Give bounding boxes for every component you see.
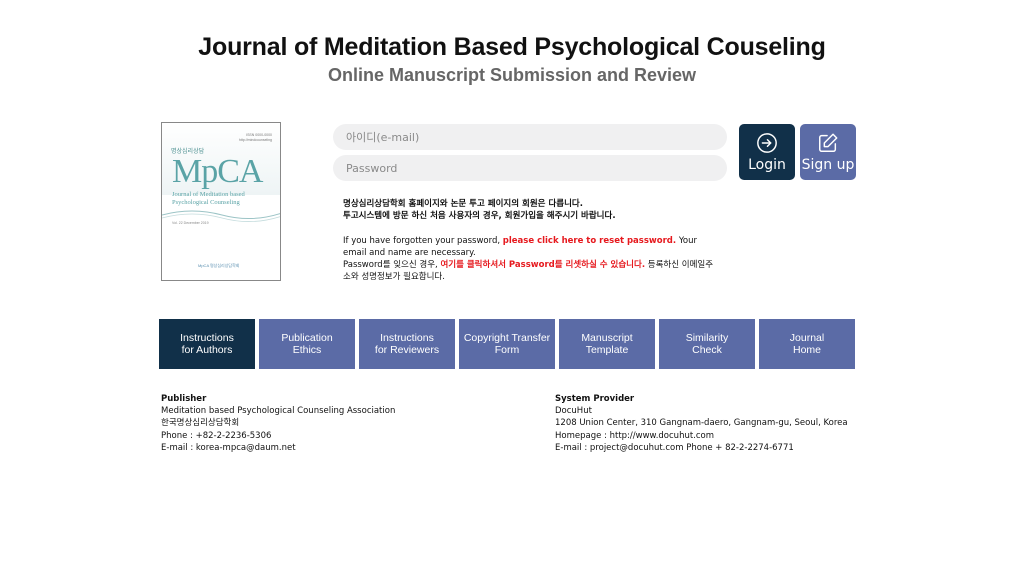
footer-publisher-name: Meditation based Psychological Counselin…	[161, 406, 396, 417]
notice-reset-ko: Password를 잊으신 경우, 여기를 클릭하셔서 Password를 리셋…	[343, 260, 714, 282]
journal-cover-image: ISSN 0000-0000 http://mindcounseling 명상심…	[161, 122, 281, 281]
journal-subtitle: Online Manuscript Submission and Review	[327, 65, 697, 85]
login-label: Login	[748, 157, 786, 173]
footer-publisher-phone: Phone : +82-2-2236-5306	[161, 430, 272, 441]
journal-title: Journal of Meditation Based Psychologica…	[198, 33, 826, 61]
reset-password-link-ko[interactable]: 여기를 클릭하셔서 Password를 리셋하실 수 있습니다.	[440, 260, 646, 270]
signup-label: Sign up	[801, 157, 855, 173]
cover-publisher: MpCA 명상심리상담학회	[198, 263, 240, 268]
cover-wave-graphic	[162, 210, 280, 222]
footer-provider: System Provider DocuHut 1208 Union Cente…	[555, 393, 848, 454]
footer-publisher-email: E-mail : korea-mpca@daum.net	[161, 442, 296, 453]
notice-line-1: 명상심리상담학회 홈페이지와 논문 투고 페이지의 회원은 다릅니다.	[343, 199, 583, 209]
footer-publisher-heading: Publisher	[161, 394, 207, 404]
footer-provider-homepage: Homepage : http://www.docuhut.com	[555, 430, 715, 441]
notice-reset-en: If you have forgotten your password, ple…	[343, 236, 697, 258]
reset-password-link[interactable]: please click here to reset password.	[502, 236, 677, 246]
signup-button[interactable]: Sign up	[800, 124, 856, 180]
cover-logo: MpCA	[172, 153, 263, 190]
cover-volume: Vol. 22 December 2019	[172, 221, 209, 225]
edit-icon	[819, 133, 838, 152]
cover-corner-text: ISSN 0000-0000 http://mindcounseling	[238, 133, 272, 142]
footer-provider-address: 1208 Union Center, 310 Gangnam-daero, Ga…	[555, 418, 848, 429]
footer-provider-name: DocuHut	[555, 406, 592, 417]
cover-background	[162, 123, 280, 195]
password-input[interactable]	[333, 155, 727, 181]
footer-provider-heading: System Provider	[555, 394, 635, 404]
cover-journal-name: Journal of Meditation based Psychologica…	[172, 191, 245, 206]
email-input[interactable]	[333, 124, 727, 150]
footer-publisher: Publisher Meditation based Psychological…	[161, 393, 395, 454]
notice-line-2: 투고시스템에 방문 하신 처음 사용자의 경우, 회원가입을 해주시기 바랍니다…	[343, 211, 616, 221]
login-notice: 명상심리상담학회 홈페이지와 논문 투고 페이지의 회원은 다릅니다. 투고시스…	[343, 198, 718, 283]
login-button[interactable]: Login	[739, 124, 795, 180]
cover-korean-title: 명상심리상담	[171, 149, 205, 155]
login-icon	[757, 133, 777, 153]
footer-provider-email: E-mail : project@docuhut.com Phone + 82-…	[555, 442, 794, 453]
footer-publisher-korean: 한국명상심리상담학회	[161, 418, 240, 429]
